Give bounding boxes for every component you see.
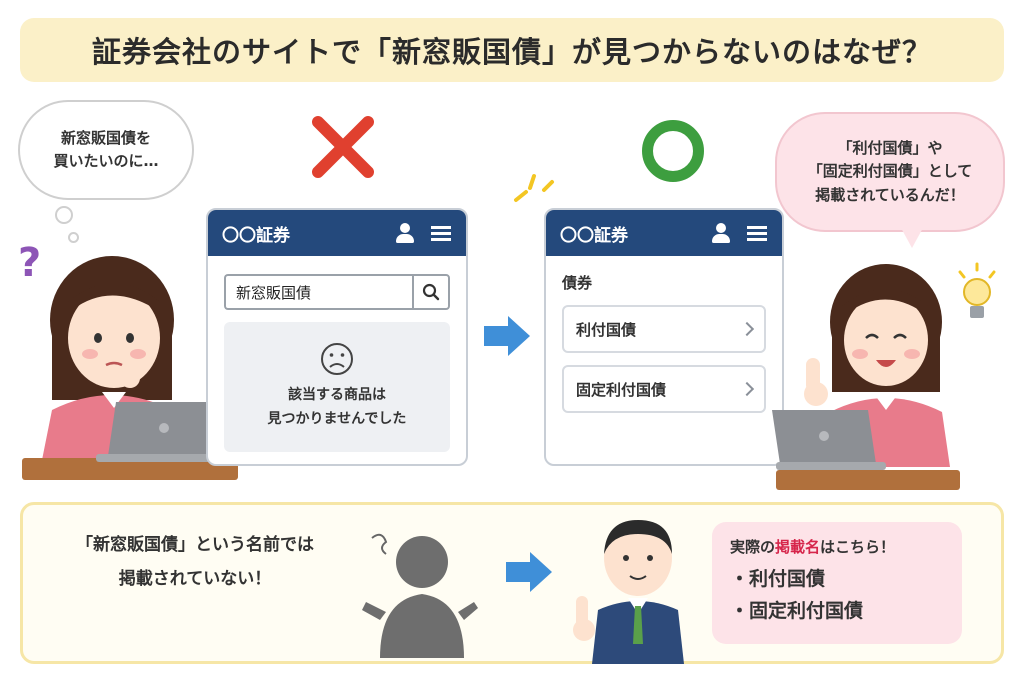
- bond-list-screen: 〇〇証券 債券 利付国債 固定利付国債: [544, 208, 784, 466]
- confused-silhouette-illustration: [362, 533, 478, 658]
- question-mark-icon: ?: [18, 240, 42, 286]
- desk: [22, 458, 238, 480]
- site-brand[interactable]: 〇〇証券: [560, 225, 628, 246]
- speech-bubble-tail: [900, 226, 924, 248]
- confused-woman-illustration: [42, 256, 182, 460]
- explanation-text: 「新窓販国債」という名前では 掲載されていない！: [30, 528, 360, 596]
- info-title-emphasis: 掲載名: [775, 538, 821, 556]
- no-result-line-1: 該当する商品は: [288, 387, 386, 404]
- speech-bubble: 「利付国債」や 「固定利付国債」として 掲載されているんだ！: [775, 112, 1005, 232]
- laptop-illustration: [96, 402, 220, 462]
- circle-mark-icon: [642, 120, 704, 182]
- actual-listing-names-box: 実際の掲載名はこちら！ ・利付国債 ・固定利付国債: [712, 522, 962, 644]
- user-icon[interactable]: [710, 222, 732, 244]
- lightbulb-icon: [958, 262, 996, 318]
- search-input[interactable]: 新窓販国債: [224, 274, 412, 310]
- arrow-right-icon: [484, 316, 530, 356]
- info-title: 実際の掲載名はこちら！: [730, 536, 944, 557]
- hamburger-menu-icon[interactable]: [746, 222, 768, 244]
- thought-bubble: 新窓販国債を 買いたいのに…: [18, 100, 194, 200]
- search-button[interactable]: [412, 274, 450, 310]
- search-result-screen: 〇〇証券 新窓販国債 該当する商品は 見つかりませんでした: [206, 208, 468, 466]
- thought-dot: [55, 206, 73, 224]
- search-bar: 新窓販国債: [224, 274, 450, 310]
- thought-line-1: 新窓販国債を: [60, 128, 151, 147]
- list-item-label: 固定利付国債: [576, 380, 667, 399]
- site-header: 〇〇証券: [208, 210, 466, 256]
- speech-line-3: 掲載されているんだ！: [815, 185, 965, 204]
- sparkle-icon: [514, 174, 554, 202]
- thought-line-2: 買いたいのに…: [53, 152, 159, 170]
- businessman-illustration: [573, 520, 684, 664]
- desk: [776, 470, 960, 490]
- sad-face-icon: [321, 343, 353, 376]
- list-item-fixed-rate-bond[interactable]: 利付国債: [562, 305, 766, 353]
- site-brand[interactable]: 〇〇証券: [222, 225, 290, 246]
- list-item-fixed-coupon-bond[interactable]: 固定利付国債: [562, 365, 766, 413]
- thought-dot: [68, 232, 79, 243]
- arrow-right-icon: [506, 552, 552, 592]
- speech-line-2: 「固定利付国債」として: [807, 162, 973, 181]
- explanation-line-2: 掲載されていない！: [118, 569, 272, 589]
- info-title-prefix: 実際の: [730, 538, 776, 556]
- page-title: 証券会社のサイトで「新窓販国債」が見つからないのはなぜ？: [20, 18, 1004, 82]
- no-result-line-2: 見つかりませんでした: [267, 411, 407, 427]
- chevron-right-icon: [739, 381, 755, 397]
- search-icon: [422, 283, 440, 301]
- chevron-right-icon: [739, 321, 755, 337]
- info-item: ・利付国債: [730, 568, 826, 590]
- info-item: ・固定利付国債: [730, 600, 864, 623]
- info-title-suffix: はこちら！: [820, 538, 896, 556]
- no-result-message: 該当する商品は 見つかりませんでした: [224, 322, 450, 452]
- speech-line-1: 「利付国債」や: [837, 139, 943, 158]
- cross-mark-icon: [312, 116, 374, 178]
- section-title: 債券: [562, 274, 593, 292]
- site-header: 〇〇証券: [546, 210, 782, 256]
- explanation-line-1: 「新窓販国債」という名前では: [76, 535, 314, 555]
- laptop-illustration: [772, 410, 886, 470]
- list-item-label: 利付国債: [576, 320, 637, 339]
- hamburger-menu-icon[interactable]: [430, 222, 452, 244]
- user-icon[interactable]: [394, 222, 416, 244]
